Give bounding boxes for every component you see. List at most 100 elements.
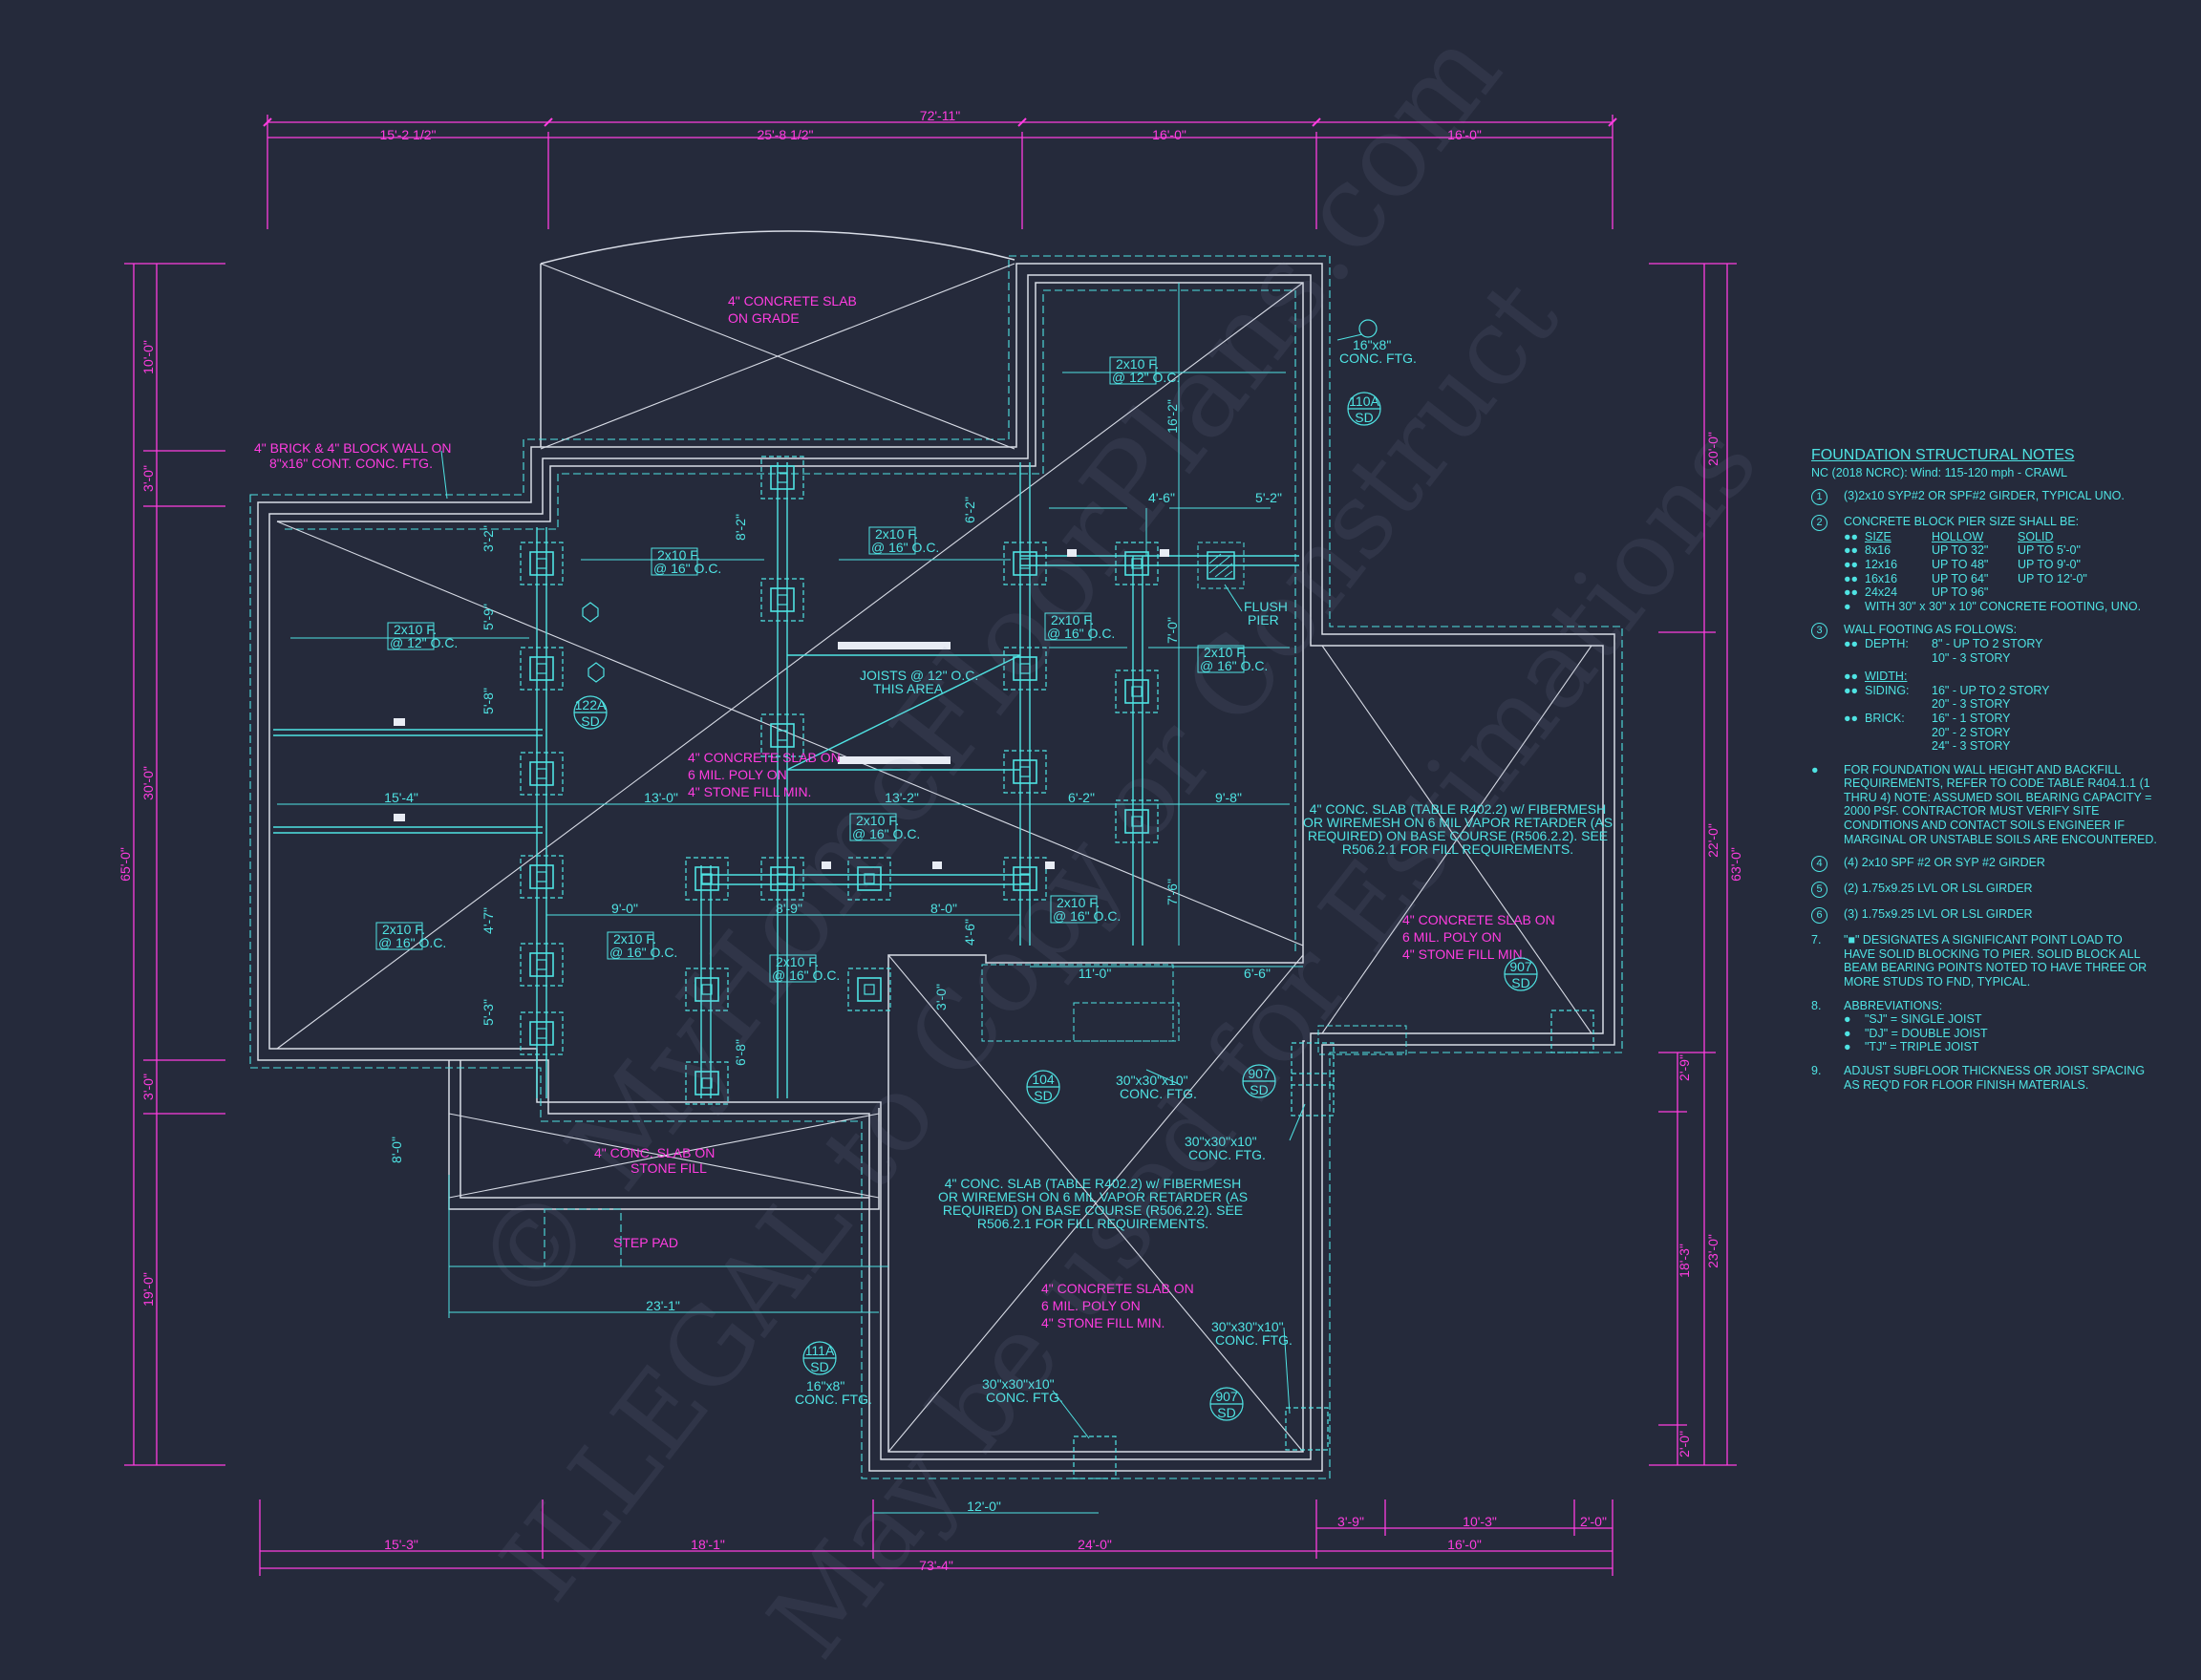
dim-right-1: 20'-0" <box>1705 432 1720 466</box>
tag-e-2: @ 16" O.C. <box>1047 626 1115 641</box>
idim-10: 6'-6" <box>1244 966 1271 981</box>
ftg-top-l2: CONC. FTG. <box>1339 351 1417 366</box>
depth-2: 10" - 3 STORY <box>1932 650 2011 665</box>
tag-a-1: 2x10 F. <box>657 547 700 563</box>
tag-i-2: @ 16" O.C. <box>378 935 446 950</box>
foundation-notes: FOUNDATION STRUCTURAL NOTES NC (2018 NCR… <box>1811 447 2174 1101</box>
slab-notes: 4" CONC. SLAB (TABLE R402.2) w/ FIBERMES… <box>795 337 1613 1407</box>
ftg-left-l1: 16"x8" <box>806 1378 844 1393</box>
note-2: 2 CONCRETE BLOCK PIER SIZE SHALL BE: ●●S… <box>1811 515 2174 613</box>
dim-bottom-upper-4: 2'-0" <box>1580 1514 1607 1529</box>
flush-pier <box>1207 551 1235 580</box>
notes-title: FOUNDATION STRUCTURAL NOTES <box>1811 447 2075 463</box>
ftg-b-l2: CONC. FTG. <box>1188 1147 1266 1162</box>
note-3-text: WALL FOOTING AS FOLLOWS: <box>1844 623 2018 637</box>
slab-right-l2: 6 MIL. POLY ON <box>1402 929 1502 945</box>
pier-cell: UP TO 96" <box>1932 585 1989 600</box>
note-5-text: (2) 1.75x9.25 LVL OR LSL GIRDER <box>1844 882 2033 896</box>
note-3-num: 3 <box>1811 623 1827 640</box>
tag-d-1: 2x10 F. <box>1116 356 1159 372</box>
slab-note-b2: OR WIREMESH ON 6 MIL VAPOR RETARDER (AS <box>938 1189 1248 1204</box>
idim-18: 7'-6" <box>1165 879 1180 905</box>
note-7-num: 7. <box>1811 933 1822 947</box>
abbrev-1: "SJ" = SINGLE JOIST <box>1865 1012 1982 1027</box>
brick-2: 20" - 2 STORY <box>1932 725 2011 739</box>
slab-center-l2: 6 MIL. POLY ON <box>688 767 787 782</box>
idim-19: 5'-8" <box>481 688 496 714</box>
idim-20: 7'-0" <box>1165 617 1180 644</box>
idim-23: 4'-7" <box>481 907 496 934</box>
tag-k-1: 2x10 F. <box>776 954 819 969</box>
dim-right-inner-2: 18'-3" <box>1677 1244 1692 1278</box>
joist-tags: 2x10 F. @ 16" O.C. 2x10 F. @ 16" O.C. 2x… <box>375 356 1268 983</box>
tag-j-1: 2x10 F. <box>613 931 656 946</box>
ftg-d-l2: CONC. FTG. <box>986 1390 1063 1405</box>
dim-left-1: 10'-0" <box>140 340 156 374</box>
slab-center-l3: 4" STONE FILL MIN. <box>688 784 811 799</box>
pier-h-hollow: HOLLOW <box>1932 529 1984 543</box>
note-2-footer: WITH 30" x 30" x 10" CONCRETE FOOTING, U… <box>1865 599 2142 613</box>
notes-subtitle: NC (2018 NCRC): Wind: 115-120 mph - CRAW… <box>1811 465 2068 479</box>
idim-26: 3'-0" <box>933 984 949 1010</box>
idim-11: 4'-6" <box>1148 490 1175 505</box>
brick-wall-l1: 4" BRICK & 4" BLOCK WALL ON <box>254 440 452 456</box>
step-pad-label: STEP PAD <box>613 1235 678 1250</box>
idim-14: 8'-0" <box>389 1137 404 1163</box>
dim-bottom-2: 18'-1" <box>691 1537 725 1552</box>
idim-21: 3'-2" <box>481 525 496 552</box>
backfill-5: CONDITIONS AND CONTACT SOILS ENGINEER IF <box>1844 819 2126 833</box>
backfill-4: 2000 PSF. CONTRACTOR MUST VERIFY SITE <box>1844 804 2100 819</box>
leader-lines <box>440 333 1363 1439</box>
idim-4: 6'-2" <box>1068 790 1095 805</box>
dim-bottom-upper-3: 10'-3" <box>1463 1514 1497 1529</box>
idim-1: 15'-4" <box>384 790 418 805</box>
sec-907b-sd: SD <box>1511 975 1529 990</box>
sec-907a-sd: SD <box>1250 1082 1268 1097</box>
ftg-d-l1: 30"x30"x10" <box>982 1376 1055 1392</box>
joists-area-l2: THIS AREA <box>873 681 944 696</box>
flush-pier-l1: FLUSH <box>1244 599 1288 614</box>
idim-12ft: 12'-0" <box>967 1499 1001 1514</box>
pier-cell: UP TO 5'-0" <box>2018 543 2081 558</box>
pier-cell <box>2018 585 2104 600</box>
dim-right-inner-1: 2'-9" <box>1677 1054 1692 1081</box>
note-9: 9. ADJUST SUBFLOOR THICKNESS OR JOIST SP… <box>1811 1064 2174 1092</box>
dim-left-4: 3'-0" <box>140 1074 156 1100</box>
dim-left-2: 3'-0" <box>140 465 156 492</box>
brick-1: 16" - 1 STORY <box>1932 711 2011 725</box>
slab-bottom-l1: 4" CONCRETE SLAB ON <box>1041 1281 1194 1296</box>
ftg-a-l2: CONC. FTG. <box>1120 1086 1197 1101</box>
joists-area-l1: JOISTS @ 12" O.C. <box>860 668 978 683</box>
dim-left-overall: 65'-0" <box>118 847 133 882</box>
tag-e-1: 2x10 F. <box>1051 612 1094 627</box>
slab-note-b1: 4" CONC. SLAB (TABLE R402.2) w/ FIBERMES… <box>945 1176 1241 1191</box>
flush-pier-l2: PIER <box>1248 612 1279 627</box>
brick-3: 24" - 3 STORY <box>1932 739 2011 754</box>
pier-cell: UP TO 12'-0" <box>2018 571 2087 585</box>
tag-b-1: 2x10 F. <box>875 526 918 542</box>
note-6-text: (3) 1.75x9.25 LVL OR LSL GIRDER <box>1844 907 2033 922</box>
note-8-num: 8. <box>1811 998 1822 1012</box>
note-4-num: 4 <box>1811 856 1827 873</box>
siding-1: 16" - UP TO 2 STORY <box>1932 683 2050 697</box>
pier-h-size: SIZE <box>1865 529 1891 543</box>
girder-labels <box>394 549 1169 869</box>
note-7-1: "■" DESIGNATES A SIGNIFICANT POINT LOAD … <box>1844 933 2123 947</box>
tag-g-1: 2x10 F. <box>856 813 899 828</box>
tag-i-1: 2x10 F. <box>382 922 425 937</box>
ftg-left-l2: CONC. FTG. <box>795 1392 872 1407</box>
brick-label: BRICK: <box>1865 711 1905 725</box>
note-9-2: AS REQ'D FOR FLOOR FINISH MATERIALS. <box>1844 1077 2089 1092</box>
sec-104-sd: SD <box>1034 1088 1052 1103</box>
dim-top-overall: 72'-11" <box>920 108 960 123</box>
note-7-3: BEAM BEARING POINTS NOTED TO HAVE THREE … <box>1844 961 2148 975</box>
flush-pier-footing <box>1197 542 1245 589</box>
idim-2: 13'-0" <box>644 790 678 805</box>
dim-bottom-1: 15'-3" <box>384 1537 418 1552</box>
tag-g-2: @ 16" O.C. <box>852 826 920 841</box>
note-7: 7. "■" DESIGNATES A SIGNIFICANT POINT LO… <box>1811 933 2174 989</box>
ftg-c-l2: CONC. FTG. <box>1215 1332 1293 1348</box>
tag-h-2: @ 16" O.C. <box>1053 908 1121 924</box>
dim-top-2: 25'-8 1/2" <box>757 127 813 142</box>
